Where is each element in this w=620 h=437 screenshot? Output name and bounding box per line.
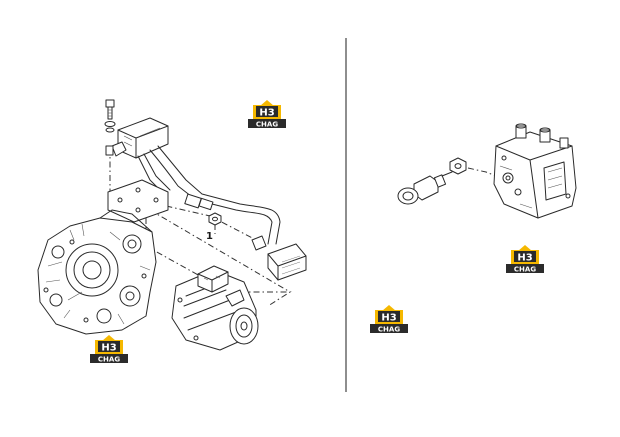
relay-block-part — [105, 117, 169, 159]
mounting-plate-part — [107, 179, 169, 223]
right-centerline — [467, 167, 497, 177]
right-assembly — [397, 123, 577, 219]
washer-part — [449, 157, 467, 175]
nut-part — [208, 212, 222, 226]
connector-box-part — [251, 235, 307, 281]
engine-housing-part — [37, 209, 157, 335]
sensor-fitting-part — [397, 171, 453, 205]
cable-harness-part — [137, 145, 281, 245]
valve-block-part — [493, 123, 577, 219]
bolt-part — [104, 99, 116, 133]
part-callout-1: 1 — [206, 231, 213, 242]
starter-motor-part — [171, 265, 259, 351]
left-assembly: 1 — [37, 99, 307, 351]
